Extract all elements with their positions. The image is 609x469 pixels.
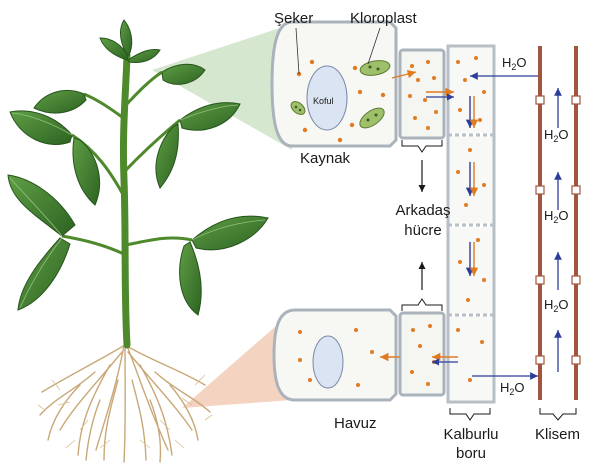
water-symbol: H (502, 55, 512, 70)
water-suffix: O (558, 208, 569, 223)
sink-vacuole (312, 335, 344, 389)
sugar-label: Şeker (274, 10, 314, 27)
water-subscript: 2 (509, 387, 515, 397)
plant-illustration (7, 19, 269, 463)
source-cell (270, 20, 398, 148)
root-system (39, 339, 211, 463)
vacuole-label: Koful (313, 96, 334, 106)
bracket-xylem (539, 408, 577, 421)
water-label-bottom: H2O (500, 381, 525, 399)
water-symbol: H (544, 297, 554, 312)
water-suffix: O (514, 380, 525, 395)
source-vacuole (306, 65, 348, 131)
sieve-tube-label-line2: boru (455, 445, 487, 462)
companion-cell-bottom (398, 311, 446, 397)
sieve-tube-label-line1: Kalburlu (443, 426, 499, 443)
chloroplast-label: Kloroplast (350, 10, 417, 27)
companion-cell-top (398, 48, 446, 140)
sink-zoom-wedge (182, 312, 292, 408)
water-label-xylem-3: H2O (544, 298, 569, 316)
water-symbol: H (544, 127, 554, 142)
sink-label: Havuz (334, 415, 377, 432)
bracket-companion-bottom (401, 298, 443, 311)
bracket-sieve-tube (449, 408, 491, 421)
bracket-companion-top (401, 140, 443, 153)
water-label-top: H2O (502, 56, 527, 74)
sieve-tube (446, 44, 496, 404)
sieve-tube-label: Kalburlu boru (432, 426, 510, 462)
water-label-xylem-1: H2O (544, 128, 569, 146)
water-subscript: 2 (553, 215, 559, 225)
water-suffix: O (558, 297, 569, 312)
water-label-xylem-2: H2O (544, 209, 569, 227)
xylem-label: Klisem (535, 426, 581, 443)
chloroplast (359, 60, 391, 76)
companion-cell-label: Arkadaş hücre (378, 202, 468, 239)
source-zoom-wedge (152, 24, 292, 150)
xylem-vessel (535, 46, 581, 400)
water-symbol: H (500, 380, 510, 395)
water-subscript: 2 (553, 304, 559, 314)
sink-cell (272, 308, 398, 402)
stem (119, 51, 131, 349)
source-label: Kaynak (300, 150, 351, 167)
water-subscript: 2 (553, 134, 559, 144)
water-subscript: 2 (511, 62, 517, 72)
leaves (7, 19, 269, 316)
water-suffix: O (516, 55, 527, 70)
companion-cell-label-line2: hücre (404, 222, 442, 239)
water-symbol: H (544, 208, 554, 223)
companion-cell-label-line1: Arkadaş (395, 202, 451, 219)
water-suffix: O (558, 127, 569, 142)
source-sugar-dots (296, 59, 386, 143)
